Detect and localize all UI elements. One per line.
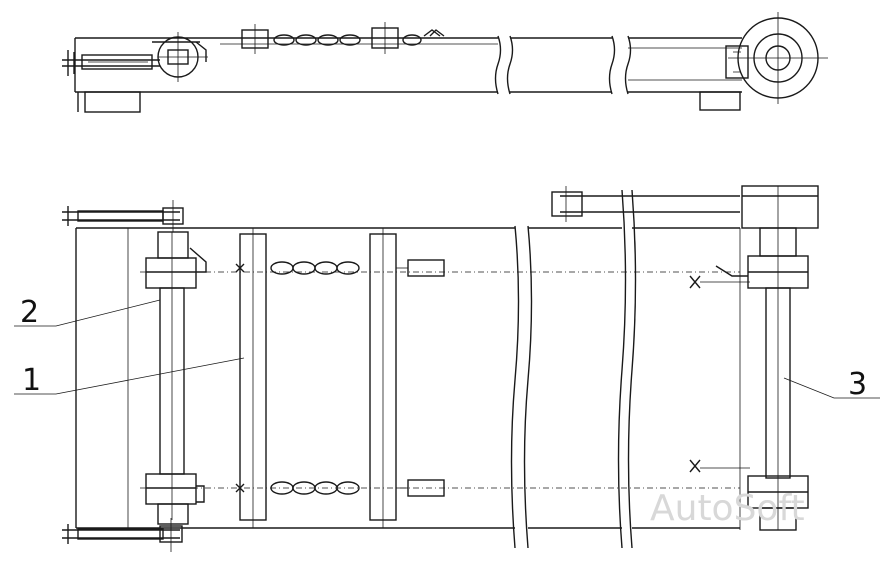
callout-leader-3	[783, 377, 880, 399]
side-chain	[241, 22, 445, 54]
scraper-flight-bars	[239, 228, 397, 528]
side-elevation-view	[62, 12, 828, 113]
callout-1: 1	[22, 363, 41, 398]
watermark-text: AutoSoft	[650, 488, 805, 529]
drive-shaft-assembly	[551, 185, 819, 531]
tail-shaft-assembly	[145, 231, 207, 525]
plan-chain-top	[235, 259, 445, 277]
callout-leader-1	[14, 357, 245, 395]
plan-view	[14, 185, 880, 552]
callout-2: 2	[20, 295, 39, 330]
callout-3: 3	[848, 367, 867, 402]
plan-chain-bottom	[235, 479, 445, 497]
callout-leader-2	[14, 299, 161, 327]
side-drive-sprocket	[725, 12, 828, 104]
